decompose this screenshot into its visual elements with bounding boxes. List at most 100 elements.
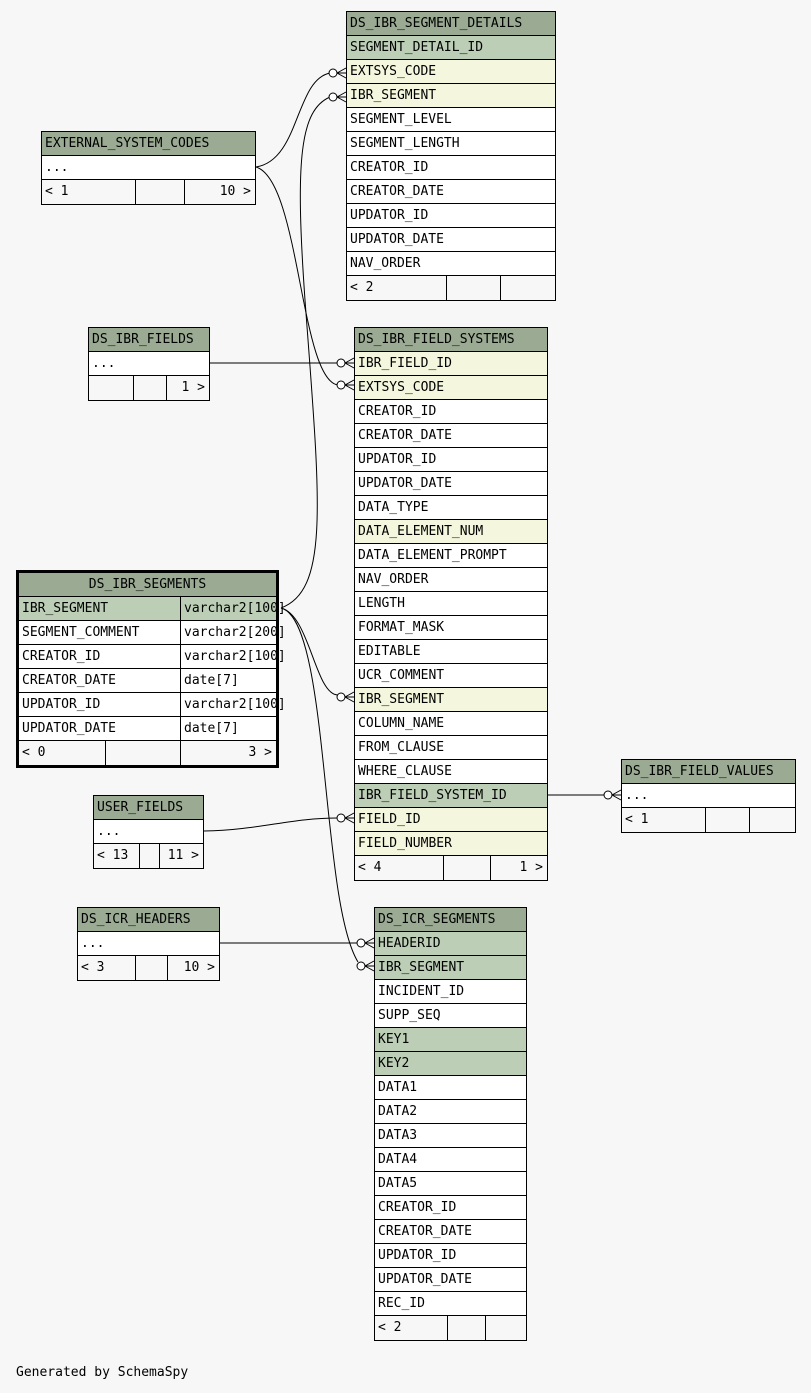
column-row-column-name[interactable]: COLUMN_NAME (355, 712, 547, 736)
column-row-updator-date[interactable]: UPDATOR_DATE (375, 1268, 526, 1292)
column-row-nav-order[interactable]: NAV_ORDER (347, 252, 555, 276)
column-row-creator-id[interactable]: CREATOR_ID (355, 400, 547, 424)
column-row-key1[interactable]: KEY1 (375, 1028, 526, 1052)
column-row-updator-date[interactable]: UPDATOR_DATE (355, 472, 547, 496)
table-title[interactable]: DS_IBR_FIELDS (89, 328, 209, 352)
child-count[interactable]: 10 > (183, 180, 255, 204)
column-row-more[interactable]: ... (94, 820, 203, 844)
column-row-more[interactable]: ... (78, 932, 219, 956)
child-count[interactable] (500, 276, 555, 300)
parent-count[interactable] (89, 376, 133, 400)
child-count[interactable]: 10 > (166, 956, 219, 980)
child-count[interactable] (485, 1316, 526, 1340)
column-row-updator-id[interactable]: UPDATOR_ID (355, 448, 547, 472)
column-row-supp-seq[interactable]: SUPP_SEQ (375, 1004, 526, 1028)
column-row-segment-detail-id[interactable]: SEGMENT_DETAIL_ID (347, 36, 555, 60)
table-user-fields[interactable]: USER_FIELDS... < 13 11 > (93, 795, 204, 869)
column-row-creator-date[interactable]: CREATOR_DATE (375, 1220, 526, 1244)
column-row-field-id[interactable]: FIELD_ID (355, 808, 547, 832)
column-row-rec-id[interactable]: REC_ID (375, 1292, 526, 1316)
column-name: HEADERID (378, 936, 441, 951)
column-row-data1[interactable]: DATA1 (375, 1076, 526, 1100)
column-row-ibr-field-id[interactable]: IBR_FIELD_ID (355, 352, 547, 376)
table-ds-ibr-field-values[interactable]: DS_IBR_FIELD_VALUES... < 1 (621, 759, 796, 833)
column-row-data5[interactable]: DATA5 (375, 1172, 526, 1196)
child-count[interactable]: 1 > (489, 856, 547, 880)
column-row-creator-id[interactable]: CREATOR_ID (347, 156, 555, 180)
column-row-extsys-code[interactable]: EXTSYS_CODE (355, 376, 547, 400)
column-row-headerid[interactable]: HEADERID (375, 932, 526, 956)
column-row-creator-date[interactable]: CREATOR_DATE (355, 424, 547, 448)
column-row-updator-id[interactable]: UPDATOR_ID (347, 204, 555, 228)
table-ds-ibr-fields[interactable]: DS_IBR_FIELDS...1 > (88, 327, 210, 401)
table-external-system-codes[interactable]: EXTERNAL_SYSTEM_CODES... < 1 10 > (41, 131, 256, 205)
optional-marker (356, 961, 366, 971)
column-row-data2[interactable]: DATA2 (375, 1100, 526, 1124)
column-row-editable[interactable]: EDITABLE (355, 640, 547, 664)
table-title[interactable]: DS_IBR_SEGMENT_DETAILS (347, 12, 555, 36)
table-ds-icr-headers[interactable]: DS_ICR_HEADERS... < 3 10 > (77, 907, 220, 981)
column-row-ibr-segment[interactable]: IBR_SEGMENT (375, 956, 526, 980)
parent-count[interactable]: < 2 (350, 280, 374, 295)
parent-count[interactable]: < 13 (97, 848, 129, 863)
parent-count[interactable]: < 3 (81, 960, 105, 975)
parent-count[interactable]: < 1 (45, 184, 69, 199)
table-title[interactable]: DS_IBR_SEGMENTS (19, 573, 276, 597)
column-row-more[interactable]: ... (42, 156, 255, 180)
parent-count[interactable]: < 1 (625, 812, 649, 827)
column-row-ucr-comment[interactable]: UCR_COMMENT (355, 664, 547, 688)
column-row-more[interactable]: ... (622, 784, 795, 808)
spacer (443, 856, 490, 880)
table-title[interactable]: DS_ICR_SEGMENTS (375, 908, 526, 932)
column-row-extsys-code[interactable]: EXTSYS_CODE (347, 60, 555, 84)
child-count[interactable]: 11 > (158, 844, 203, 868)
column-row-updator-date[interactable]: UPDATOR_DATE (347, 228, 555, 252)
column-row-format-mask[interactable]: FORMAT_MASK (355, 616, 547, 640)
column-name: CREATOR_DATE (22, 673, 116, 688)
table-title[interactable]: DS_ICR_HEADERS (78, 908, 219, 932)
column-row-from-clause[interactable]: FROM_CLAUSE (355, 736, 547, 760)
table-title[interactable]: USER_FIELDS (94, 796, 203, 820)
child-count[interactable]: 3 > (180, 741, 276, 765)
crows-foot-marker (344, 691, 355, 703)
child-count[interactable]: 1 > (165, 376, 209, 400)
table-title[interactable]: DS_IBR_FIELD_SYSTEMS (355, 328, 547, 352)
column-row-data3[interactable]: DATA3 (375, 1124, 526, 1148)
parent-count[interactable]: < 4 (358, 860, 382, 875)
column-name: CREATOR_ID (378, 1200, 457, 1215)
column-row-incident-id[interactable]: INCIDENT_ID (375, 980, 526, 1004)
column-row-data-element-prompt[interactable]: DATA_ELEMENT_PROMPT (355, 544, 547, 568)
column-row-length[interactable]: LENGTH (355, 592, 547, 616)
column-row-ibr-field-system-id[interactable]: IBR_FIELD_SYSTEM_ID (355, 784, 547, 808)
column-row-field-number[interactable]: FIELD_NUMBER (355, 832, 547, 856)
table-title[interactable]: EXTERNAL_SYSTEM_CODES (42, 132, 255, 156)
column-row-creator-date[interactable]: CREATOR_DATE (347, 180, 555, 204)
column-row-data-element-num[interactable]: DATA_ELEMENT_NUM (355, 520, 547, 544)
column-row-more[interactable]: ... (89, 352, 209, 376)
column-row-data-type[interactable]: DATA_TYPE (355, 496, 547, 520)
parent-count[interactable]: < 2 (378, 1320, 402, 1335)
column-row-ibr-segment[interactable]: IBR_SEGMENT (347, 84, 555, 108)
table-title[interactable]: DS_IBR_FIELD_VALUES (622, 760, 795, 784)
child-count[interactable] (749, 808, 795, 832)
column-row-segment-length[interactable]: SEGMENT_LENGTH (347, 132, 555, 156)
parent-count[interactable]: < 0 (22, 745, 46, 760)
column-row-creator-id[interactable]: CREATOR_ID (375, 1196, 526, 1220)
column-row-segment-level[interactable]: SEGMENT_LEVEL (347, 108, 555, 132)
column-row-updator-id[interactable]: UPDATOR_ID (375, 1244, 526, 1268)
column-row-ibr-segment[interactable]: IBR_SEGMENT (355, 688, 547, 712)
column-row-nav-order[interactable]: NAV_ORDER (355, 568, 547, 592)
column-row-key2[interactable]: KEY2 (375, 1052, 526, 1076)
column-row-where-clause[interactable]: WHERE_CLAUSE (355, 760, 547, 784)
column-row-data4[interactable]: DATA4 (375, 1148, 526, 1172)
